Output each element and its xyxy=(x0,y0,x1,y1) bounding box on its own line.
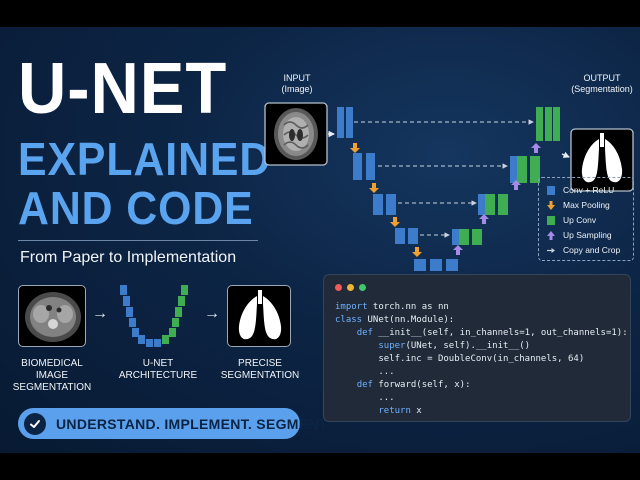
code-keyword: def xyxy=(356,380,373,390)
window-close-dot xyxy=(335,284,342,291)
code-keyword: class xyxy=(335,315,363,325)
code-text: self.inc = DoubleConv(in_channels, 64) xyxy=(335,354,585,364)
code-text xyxy=(335,341,378,351)
code-text: x xyxy=(410,406,422,416)
decoder-blocks xyxy=(452,107,560,245)
subtitle: From Paper to Implementation xyxy=(20,249,237,266)
upconv-swatch xyxy=(547,215,555,225)
flow-arrow-2-icon: → xyxy=(204,305,220,322)
title-line-3: AND CODE xyxy=(18,182,254,234)
code-text: ... xyxy=(335,367,395,377)
skip-connections xyxy=(354,119,534,238)
code-text xyxy=(335,328,357,338)
input-image xyxy=(264,102,328,166)
flow-label-architecture: U-NET ARCHITECTURE xyxy=(118,358,198,381)
title-line-1: U-NET xyxy=(18,49,228,129)
thumbnail-canvas: U-NET EXPLAINED AND CODE From Paper to I… xyxy=(0,27,640,453)
code-line: import torch.nn as nn xyxy=(335,302,449,313)
code-text: UNet(nn.Module): xyxy=(362,315,455,325)
legend-up-conv: Up Conv xyxy=(547,214,596,226)
code-line: def __init__(self, in_channels=1, out_ch… xyxy=(335,328,628,339)
check-icon xyxy=(24,412,46,435)
up-arrow-icon xyxy=(547,230,555,240)
flow-label-precise: PRECISE SEGMENTATION xyxy=(220,358,300,381)
code-line: def forward(self, x): xyxy=(335,380,471,391)
lung-mask-thumbnail xyxy=(227,285,291,347)
code-keyword: return xyxy=(378,406,411,416)
title-line-2: EXPLAINED xyxy=(18,133,272,185)
code-line: ... xyxy=(335,367,395,378)
title-divider xyxy=(18,240,258,241)
upsampling-arrows xyxy=(453,143,541,255)
code-keyword: super xyxy=(378,341,406,351)
code-text xyxy=(335,406,378,416)
flow-label-biomedical: BIOMEDICAL IMAGE SEGMENTATION xyxy=(12,358,92,393)
output-image xyxy=(570,128,634,192)
code-keyword: def xyxy=(356,328,373,338)
code-line: super(UNet, self).__init__() xyxy=(335,341,530,352)
pooling-arrows xyxy=(350,143,422,257)
tagline-text: UNDERSTAND. IMPLEMENT. SEGMENT. xyxy=(56,415,331,432)
code-text: ... xyxy=(335,393,395,403)
code-line: return x xyxy=(335,406,422,417)
code-text: torch.nn as nn xyxy=(367,302,449,312)
input-label: INPUT (Image) xyxy=(281,73,313,94)
code-line: self.inc = DoubleConv(in_channels, 64) xyxy=(335,354,584,365)
code-text: (UNet, self).__init__() xyxy=(405,341,531,351)
code-line: ... xyxy=(335,393,395,404)
conv-swatch xyxy=(547,185,555,195)
right-arrow-icon xyxy=(547,247,555,253)
window-minimize-dot xyxy=(347,284,354,291)
code-window: import torch.nn as nn class UNet(nn.Modul… xyxy=(323,274,631,422)
down-arrow-icon xyxy=(547,200,555,210)
legend-conv-relu: Conv + ReLU xyxy=(547,184,614,196)
code-keyword: import xyxy=(335,302,368,312)
flow-arrow-1-icon: → xyxy=(92,305,108,322)
code-line: class UNet(nn.Module): xyxy=(335,315,454,326)
encoder-blocks xyxy=(337,107,458,271)
legend-max-pooling: Max Pooling xyxy=(547,199,610,211)
legend-copy-crop: Copy and Crop xyxy=(547,244,620,256)
tagline-banner: UNDERSTAND. IMPLEMENT. SEGMENT. xyxy=(18,408,330,439)
unet-diagram xyxy=(264,102,634,271)
legend: Conv + ReLU Max Pooling Up Conv Up Sampl… xyxy=(538,177,634,261)
window-maximize-dot xyxy=(359,284,366,291)
unet-mini-icon xyxy=(120,285,188,347)
code-text: __init__(self, in_channels=1, out_channe… xyxy=(372,328,628,338)
code-text: forward(self, x): xyxy=(372,380,471,390)
code-text xyxy=(335,380,357,390)
legend-up-sampling: Up Sampling xyxy=(547,229,612,241)
ct-scan-thumbnail xyxy=(18,285,86,347)
output-label: OUTPUT (Segmentation) xyxy=(571,73,633,94)
